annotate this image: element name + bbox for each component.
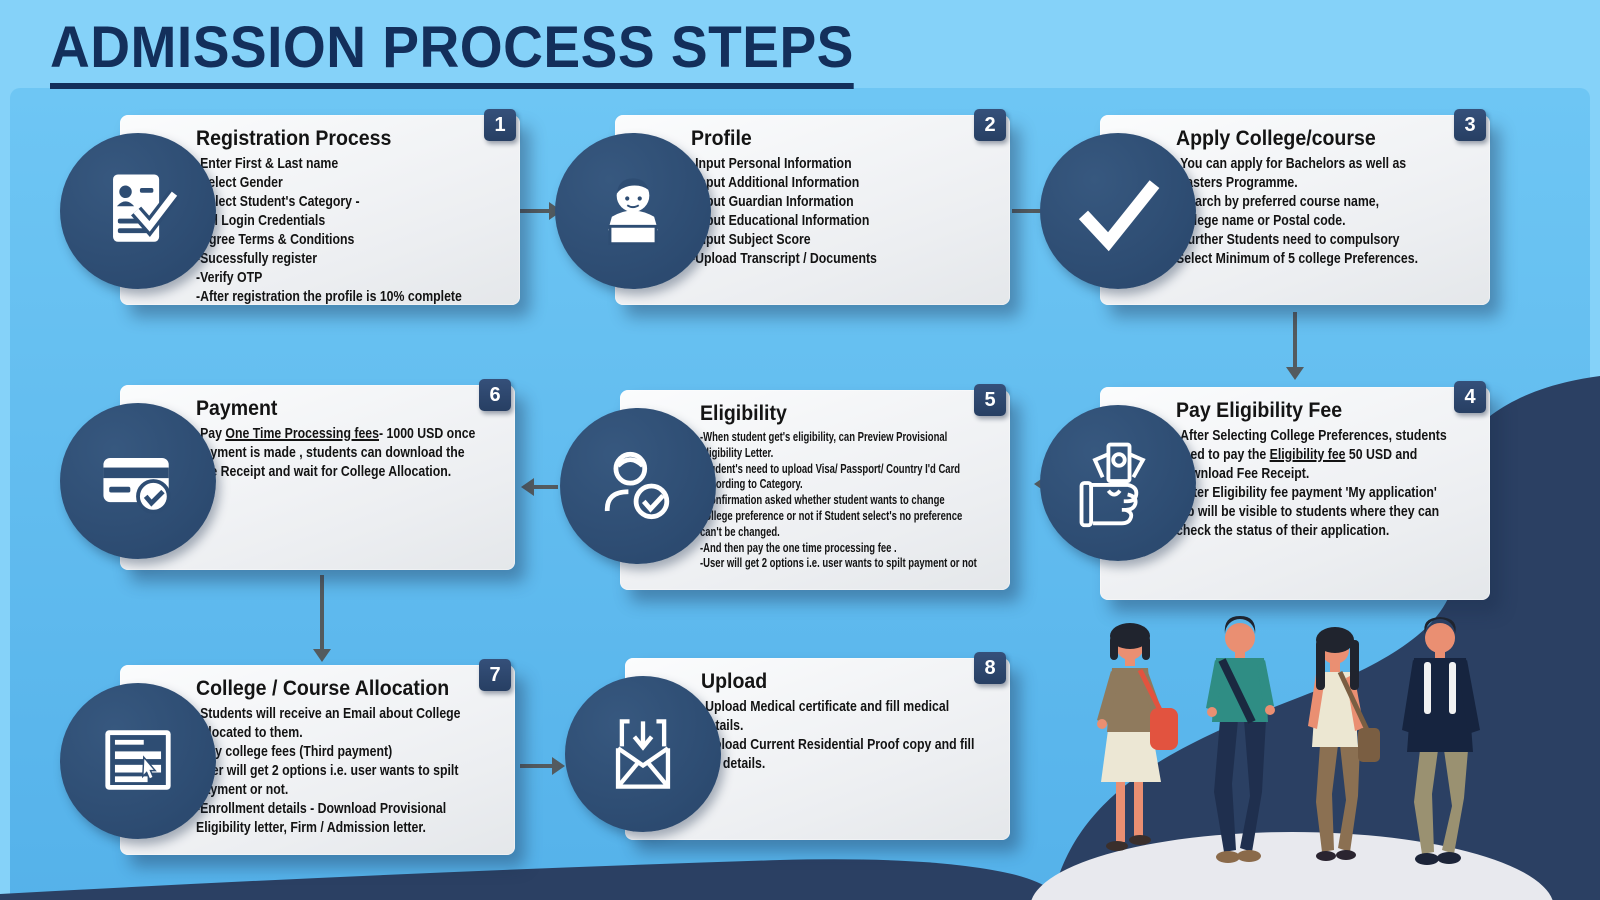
step-line: -Input Subject Score (691, 231, 811, 248)
arrow-step6-to-step7 (313, 575, 331, 662)
step-title: Upload (701, 670, 768, 693)
step-line: -Students will receive an Email about Co… (196, 705, 461, 722)
step-line: User will get 2 options i.e. user wants … (196, 762, 459, 779)
step-line: Allocated to them. (196, 724, 303, 741)
step-lines: -Enter First & Last name -Select Gender -S… (196, 154, 462, 306)
step-line: -Upload Transcript / Documents (691, 250, 877, 267)
step-line: payment or not. (196, 781, 289, 798)
step-line: college name or Postal code. (1176, 212, 1346, 229)
step-line: Masters Programme. (1176, 174, 1298, 191)
allocation-icon-circle (60, 683, 216, 839)
step-line: check the status of their application. (1176, 522, 1390, 539)
step-line: -Search by preferred course name, (1176, 193, 1380, 210)
step-number-badge: 2 (974, 109, 1006, 141)
payment-card-icon (103, 457, 171, 514)
step-number-badge: 7 (479, 659, 511, 691)
step-line: can't be changed. (700, 523, 780, 539)
step-title: Profile (691, 127, 752, 150)
registration-icon-circle (60, 133, 216, 289)
step-title: Payment (196, 397, 278, 420)
card-college-course-allocation: 7 College / Course Allocation -Students … (120, 659, 515, 855)
step-line: download Fee Receipt. (1176, 465, 1310, 482)
step-number-badge: 6 (479, 379, 511, 411)
step-line: -After Selecting College Preferences, st… (1176, 427, 1447, 444)
apply-icon-circle (1040, 133, 1196, 289)
step-line: -Confirmation asked whether student want… (700, 492, 945, 508)
step-line: -After Eligibility fee payment 'My appli… (1176, 484, 1437, 501)
step-line: -Enter First & Last name (196, 155, 339, 172)
pay-fee-cash-icon (1079, 442, 1146, 528)
step-line: -After registration the profile is 10% c… (196, 288, 462, 305)
step-number-badge: 3 (1454, 109, 1486, 141)
step-line: -When student get's eligibility, can Pre… (700, 429, 948, 444)
step-title: Registration Process (196, 127, 392, 150)
step-lines: -Upload Medical certificate and fill med… (701, 697, 975, 773)
step-line: need to pay the Eligibility fee 50 USD a… (1176, 446, 1418, 463)
step-line: -Select Gender (196, 174, 283, 191)
step-line: -Input Personal Information (691, 155, 852, 172)
step-title: Apply College/course (1176, 127, 1376, 150)
step-line: -Input Additional Information (691, 174, 860, 191)
profile-icon-circle (555, 133, 711, 289)
step-line: Fee Receipt and wait for College Allocat… (196, 463, 452, 480)
step-line: -Sucessfully register (196, 250, 318, 267)
step-number-badge: 4 (1454, 381, 1486, 413)
step-line: -Further Students need to compulsory (1176, 231, 1400, 248)
arrow-step7-to-step8 (520, 757, 565, 775)
step-line: -Upload Medical certificate and fill med… (701, 698, 950, 715)
step-line: -And then pay the one time processing fe… (700, 539, 897, 555)
step-line: details. (701, 717, 744, 734)
page-title: ADMISSION PROCESS STEPS (50, 17, 854, 89)
step-line: -Input Educational Information (691, 212, 870, 229)
step-line: -Agree Terms & Conditions (196, 231, 355, 248)
step-lines: -Pay One Time Processing fees- 1000 USD … (196, 424, 476, 481)
step-line: the details. (701, 755, 766, 772)
step-title: Eligibility (700, 402, 787, 425)
registration-document-icon (113, 174, 180, 242)
step-number-badge: 1 (484, 109, 516, 141)
arrow-step2-to-step3 (1012, 202, 1056, 220)
upload-icon-circle (565, 676, 721, 832)
step-lines: -You can apply for Bachelors as well as M… (1176, 154, 1427, 268)
step-line: -Enrollment details - Download Provision… (196, 800, 447, 817)
arrow-step3-to-step4 (1286, 312, 1304, 380)
step-line: college preference or not if Student sel… (700, 507, 963, 523)
upload-envelope-icon (615, 719, 671, 789)
step-line: -Pay One Time Processing fees- 1000 USD … (196, 425, 476, 442)
step-line: Eligibility letter, Firm / Admission let… (196, 819, 426, 836)
step-lines: -After Selecting College Preferences, st… (1176, 426, 1447, 540)
arrow-step5-to-step6 (521, 478, 558, 496)
step-lines: -When student get's eligibility, can Pre… (700, 429, 977, 571)
step-line: -Select Student's Category - (196, 193, 360, 210)
step-line: Eligibility Letter. (700, 444, 774, 460)
step-number-badge: 8 (974, 652, 1006, 684)
step-line: -Pay college fees (Third payment) (196, 743, 393, 760)
step-line: according to Category. (700, 476, 803, 492)
step-line: -User will get 2 options i.e. user wants… (700, 555, 977, 571)
step-lines: -Input Personal Information -Input Additi… (691, 154, 946, 268)
step-line: -Fill Login Credentials (196, 212, 326, 229)
eligibility-user-check-icon (604, 451, 670, 520)
step-line: -Verify OTP (196, 269, 263, 286)
payment-icon-circle (60, 403, 216, 559)
apply-check-icon (1078, 180, 1160, 252)
step-line: Select Minimum of 5 college Preferences. (1176, 250, 1418, 267)
step-lines: -Students will receive an Email about Co… (196, 704, 461, 837)
step-line: -Input Guardian Information (691, 193, 854, 210)
pay-fee-icon-circle (1040, 405, 1196, 561)
step-title: Pay Eligibility Fee (1176, 399, 1343, 422)
arrow-step1-to-step2 (517, 202, 562, 220)
profile-user-icon (608, 178, 658, 246)
step-title: College / Course Allocation (196, 677, 450, 700)
allocation-window-icon (105, 730, 171, 790)
step-number-badge: 5 (974, 384, 1006, 416)
step-line: payment is made , students can download … (196, 444, 465, 461)
step-line: -You can apply for Bachelors as well as (1176, 155, 1407, 172)
step-line: tab will be visible to students where th… (1176, 503, 1440, 520)
step-line: -Upload Current Residential Proof copy a… (701, 736, 975, 753)
step-line: Student's need to upload Visa/ Passport/… (700, 460, 961, 476)
eligibility-icon-circle (560, 408, 716, 564)
